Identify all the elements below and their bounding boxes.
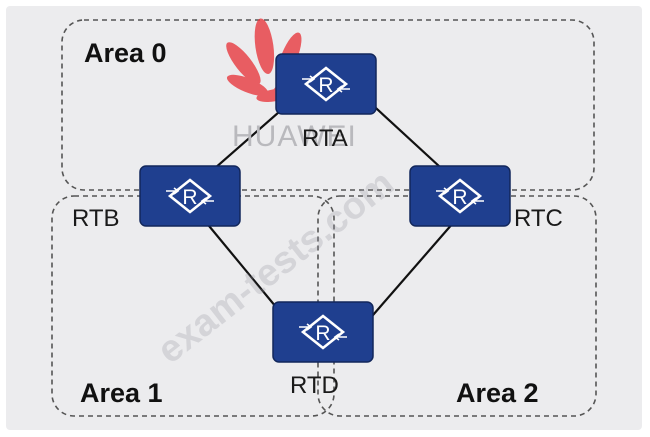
router-label-rta: RTA bbox=[302, 125, 348, 152]
area-0-boundary bbox=[61, 19, 595, 191]
router-label-rtd: RTD bbox=[290, 372, 339, 399]
huawei-watermark-text: HUAWEI bbox=[232, 120, 357, 153]
area-1-label: Area 1 bbox=[80, 378, 163, 408]
router-rtb bbox=[139, 165, 241, 227]
router-rta bbox=[275, 53, 377, 115]
link-rtc-rtd bbox=[359, 214, 461, 331]
area-2-label: Area 2 bbox=[456, 378, 539, 408]
router-rtd bbox=[272, 301, 374, 363]
area-0-label: Area 0 bbox=[84, 38, 167, 68]
router-rtc bbox=[409, 165, 511, 227]
router-label-rtc: RTC bbox=[514, 205, 563, 232]
router-label-rtb: RTB bbox=[72, 205, 120, 232]
